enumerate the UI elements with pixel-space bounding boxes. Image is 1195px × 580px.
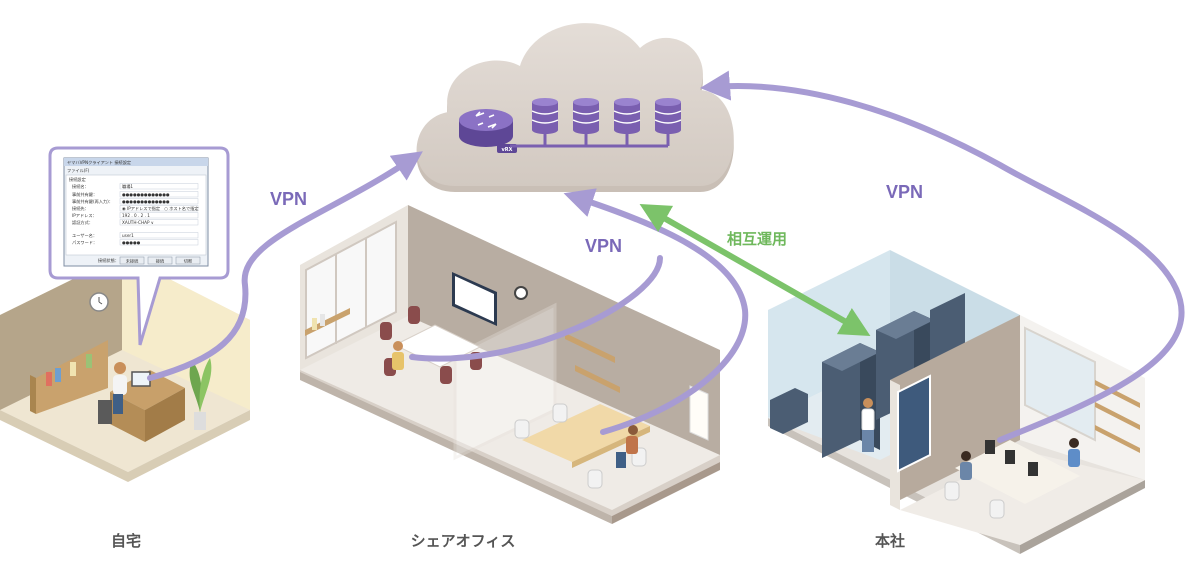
window-section: 接続設定 bbox=[69, 176, 86, 183]
share-office-label: シェアオフィス bbox=[411, 532, 516, 550]
dialog-row-label: 事前共有鍵(再入力)： bbox=[72, 198, 113, 205]
dialog-row-field[interactable] bbox=[119, 183, 199, 190]
dialog-row-value: ●●●●●●●●●●●●● bbox=[122, 192, 170, 197]
vpn-label-hq: VPN bbox=[886, 182, 923, 202]
dialog-rows: 接続名： 職場1 事前共有鍵： ●●●●●●●●●●●●● 事前共有鍵(再入力)： ●●●… bbox=[72, 183, 199, 246]
dialog-row-field[interactable] bbox=[119, 219, 199, 226]
dialog-row-value: ◉ IPアドレスで指定 ○ ホスト名で指定 bbox=[122, 205, 199, 212]
dialog-buttons: 未接続 接続 切断 bbox=[119, 256, 201, 265]
dialog-row-value: 職場1 bbox=[122, 183, 133, 190]
dialog-row-label: 事前共有鍵： bbox=[72, 191, 97, 198]
dialog-button[interactable] bbox=[147, 256, 173, 265]
dialog-row-label: パスワード： bbox=[72, 240, 97, 245]
database-icon bbox=[613, 98, 641, 146]
dialog-row-value: XAUTH-CHAP ∨ bbox=[122, 220, 154, 225]
headquarters bbox=[768, 250, 1145, 554]
router-label: vRX bbox=[502, 147, 513, 153]
home-room bbox=[0, 255, 250, 482]
database-icon bbox=[654, 98, 682, 146]
database-icon bbox=[531, 98, 559, 146]
dialog-row-field[interactable] bbox=[119, 198, 199, 205]
mutual-arrow bbox=[639, 204, 871, 336]
dialog-row-label: IPアドレス： bbox=[72, 213, 97, 219]
vpn-label-share: VPN bbox=[585, 236, 622, 256]
dialog-button[interactable] bbox=[175, 256, 201, 265]
dialog-row-field[interactable] bbox=[119, 212, 199, 219]
window-title: ヤマハVPNクライアント 接続設定 bbox=[67, 159, 131, 166]
share-office bbox=[300, 205, 720, 524]
status-label: 接続状態： bbox=[98, 257, 119, 264]
dialog-row-field[interactable] bbox=[119, 239, 199, 246]
dialog-row-value: ●●●●● bbox=[122, 240, 141, 245]
dialog-row-value: user1 bbox=[122, 233, 134, 238]
vpn-label-home: VPN bbox=[270, 189, 307, 209]
dialog-row-label: 認証方式： bbox=[72, 219, 93, 226]
dialog-button-label: 未接続 bbox=[126, 257, 139, 264]
router-icon: vRX bbox=[459, 109, 517, 153]
mutual-label: 相互運用 bbox=[727, 230, 787, 248]
headquarters-label: 本社 bbox=[875, 532, 905, 550]
dialog-button-label: 接続 bbox=[156, 257, 165, 264]
dialog-row-label: 接続名： bbox=[72, 183, 89, 190]
dialog-button-label: 切断 bbox=[184, 257, 193, 264]
database-icons bbox=[531, 98, 682, 146]
vpn-line-hq bbox=[700, 70, 1185, 443]
dialog-button[interactable] bbox=[119, 256, 145, 265]
database-icon bbox=[572, 98, 600, 146]
vpn-client-window: ヤマハVPNクライアント 接続設定 ファイル(F) 接続設定 接続名： 職場1 事前… bbox=[63, 157, 209, 267]
dialog-row-value: ●●●●●●●●●●●●● bbox=[122, 199, 170, 204]
window-menu: ファイル(F) bbox=[67, 168, 90, 174]
dialog-row-field[interactable] bbox=[119, 205, 199, 212]
dialog-row-label: 接続先： bbox=[72, 205, 89, 212]
vpn-line-home bbox=[147, 151, 423, 381]
dialog-row-field[interactable] bbox=[119, 191, 199, 198]
dialog-row-field[interactable] bbox=[119, 232, 199, 239]
home-label: 自宅 bbox=[111, 532, 141, 550]
dialog-row-value: 192 . 0 . 2 . 1 bbox=[122, 213, 150, 218]
dialog-row-label: ユーザー名： bbox=[72, 232, 97, 239]
